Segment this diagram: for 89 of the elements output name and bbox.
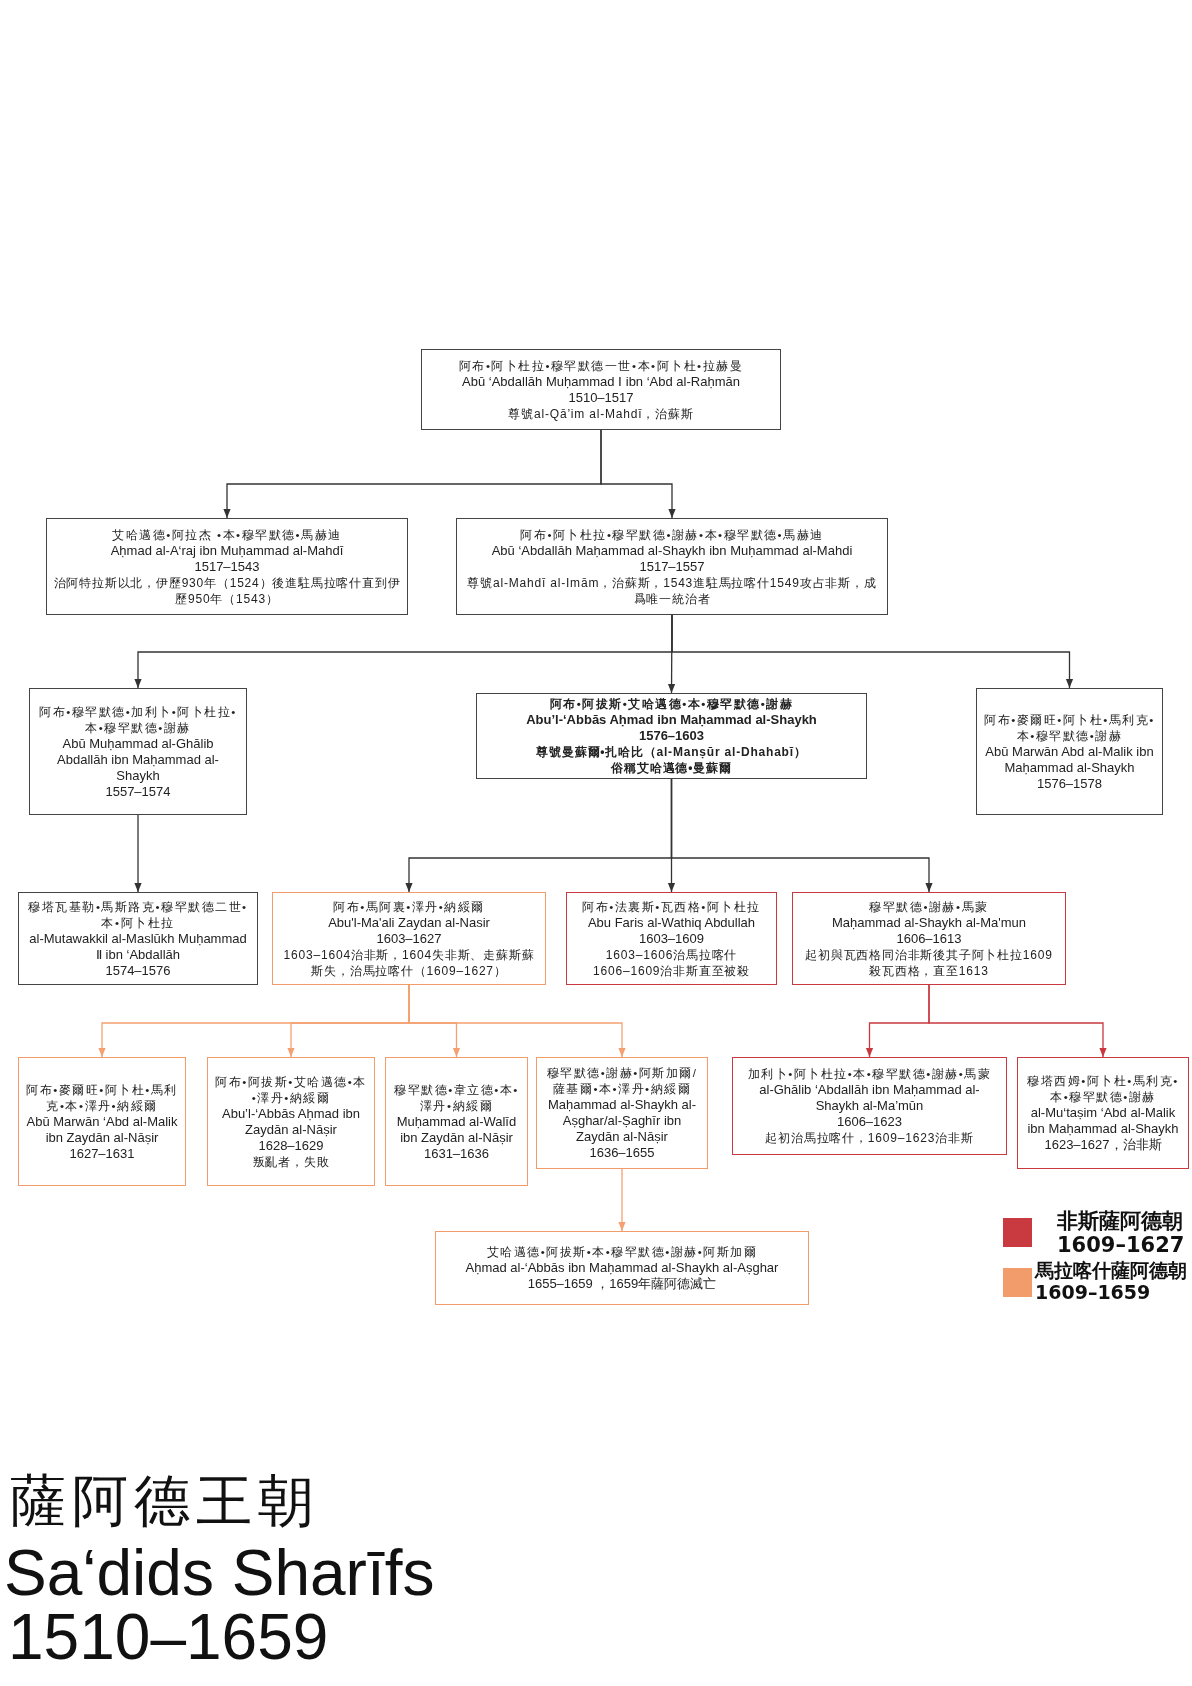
latin-name: Abū Muḥammad al-Ghālib Abdallāh ibn Maḥammad al-Shaykh (56, 735, 220, 784)
note-text: 1606–1609治非斯直至被殺 (593, 962, 750, 979)
ruler-box (976, 688, 1163, 815)
reign-dates: 1510–1517 (568, 389, 634, 406)
ruler-box (385, 1057, 528, 1186)
note-text: 尊號al-Qā’im al-Mahdī，治蘇斯 (508, 405, 694, 422)
latin-name: Abu’l-‘Abbās Aḥmad ibn Maḥammad al-Shaykh (526, 712, 817, 728)
latin-name: Abū Marwān ‘Abd al-Malik ibn Zaydān al-Nāṣir (25, 1113, 179, 1146)
ruler-box (1017, 1057, 1189, 1169)
note-text: 1603–1606治馬拉喀什 (605, 946, 738, 963)
ruler-box (566, 892, 777, 985)
reign-dates: 1606–1623 (836, 1114, 903, 1130)
note-text: 叛亂者，失敗 (252, 1153, 330, 1170)
ruler-box (18, 892, 258, 985)
chinese-name: 穆罕默德•謝赫•阿斯加爾/薩基爾•本•澤丹•納綏爾 (545, 1066, 699, 1097)
chinese-name: 阿布•阿卜杜拉•穆罕默德•謝赫•本•穆罕默德•馬赫迪 (520, 527, 824, 543)
chinese-name: 穆塔瓦基勒•馬斯路克•穆罕默德二世•本•阿卜杜拉 (27, 899, 249, 931)
chinese-name: 阿布•阿拔斯•艾哈邁德•本•澤丹•納綏爾 (214, 1074, 368, 1106)
ruler-box (421, 349, 781, 430)
legend-text: 非斯薩阿德朝 1609–1627 (1057, 1209, 1186, 1258)
latin-name: Abū ‘Abdallāh Muḥammad Ⅰ ibn ‘Abd al-Raḥmān (462, 373, 740, 390)
connector-arrow (618, 1168, 626, 1232)
latin-name: al-Mutawakkil al-Maslūkh Muḥammad Ⅱ ibn ‘Abdallāh (28, 930, 248, 963)
chinese-name: 艾哈邁德•阿拔斯•本•穆罕默德•謝赫•阿斯加爾 (486, 1245, 758, 1260)
note-text: 尊號曼蘇爾•扎哈比（al-Manṣūr al-Dhahabī） (536, 744, 807, 760)
latin-name: Abu’l-‘Abbās Aḥmad ibn Zaydān al-Nāṣir (221, 1105, 361, 1138)
chinese-name: 阿布•麥爾旺•阿卜杜•馬利克•本•穆罕默德•謝赫 (983, 712, 1156, 744)
chinese-name: 阿布•穆罕默德•加利卜•阿卜杜拉•本•穆罕默德•謝赫 (38, 704, 238, 736)
reign-dates: 1603–1627 (376, 930, 442, 947)
reign-dates: 1574–1576 (105, 962, 171, 979)
connector-arrow (928, 984, 1107, 1058)
chinese-name: 穆罕默德•謝赫•馬蒙 (869, 899, 989, 915)
chinese-name: 穆塔西姆•阿卜杜•馬利克•本•穆罕默德•謝赫 (1026, 1074, 1180, 1105)
note-text: 治阿特拉斯以北，伊歷930年（1524）後進駐馬拉喀什直到伊歷950年（1543） (53, 574, 401, 607)
ruler-box (272, 892, 546, 985)
latin-name: Maḥammad al-Shaykh al-Aṣghar/al-Ṣaghīr ibn Zaydān al-Nāṣir (546, 1097, 698, 1145)
latin-name: Abu'l-Ma'ali Zaydan al-Nasir (328, 914, 490, 931)
connector-arrow (134, 814, 142, 893)
ruler-box (792, 892, 1066, 985)
connector-arrow (408, 984, 626, 1058)
chinese-name: 阿布•阿卜杜拉•穆罕默德一世•本•阿卜杜•拉赫曼 (458, 358, 744, 374)
connector-arrow (670, 778, 933, 893)
chinese-name: 阿布•馬阿裏•澤丹•納綏爾 (333, 899, 485, 915)
latin-name: Abū ‘Abdallāh Maḥammad al-Shaykh ibn Muḥammad al-Mahdi (491, 542, 853, 559)
reign-dates: 1623–1627，治非斯 (1044, 1137, 1162, 1153)
latin-name: Abu Faris al-Wathiq Abdullah (587, 914, 756, 931)
ruler-box (18, 1057, 186, 1186)
legend-text: 馬拉喀什薩阿德朝 1609–1659 (1035, 1260, 1188, 1304)
latin-name: Maḥammad al-Shaykh al-Ma'mun (832, 914, 1026, 931)
reign-dates: 1636–1655 (589, 1145, 655, 1161)
ruler-box (732, 1057, 1007, 1155)
ruler-box (536, 1057, 708, 1169)
ruler-box (435, 1231, 809, 1305)
reign-dates: 1606–1613 (896, 930, 962, 947)
latin-name: Aḥmad al-A‘raj ibn Muḥammad al-Mahdī (110, 542, 344, 559)
note-text: 起初治馬拉喀什，1609–1623治非斯 (765, 1130, 974, 1146)
reign-dates: 1517–1543 (194, 558, 260, 575)
reign-dates: 1557–1574 (105, 783, 171, 800)
reign-dates: 1603–1609 (638, 930, 705, 947)
reign-dates: 1655–1659 ，1659年薩阿德滅亡 (527, 1276, 717, 1292)
chinese-name: 穆罕默德•韋立德•本•澤丹•納綏爾 (393, 1082, 520, 1114)
reign-dates: 1627–1631 (69, 1145, 135, 1162)
ruler-box (476, 693, 867, 779)
connector-arrow (600, 429, 676, 519)
reign-dates: 1628–1629 (258, 1137, 324, 1154)
note-text: 起初與瓦西格同治非斯後其子阿卜杜拉1609殺瓦西格，直至1613 (804, 946, 1054, 979)
latin-name: Abū Marwān Abd al-Malik ibn Maḥammad al-Shaykh (984, 743, 1155, 776)
chinese-name: 阿布•阿拔斯•艾哈邁德•本•穆罕默德•謝赫 (549, 696, 794, 712)
chinese-name: 阿布•法裏斯•瓦西格•阿卜杜拉 (582, 899, 761, 915)
note-text: 1603–1604治非斯，1604失非斯、走蘇斯蘇斯失，治馬拉喀什（1609–1627） (282, 946, 536, 979)
reign-dates: 1576–1578 (1036, 775, 1103, 792)
title-text: 薩阿德王朝 (10, 1470, 320, 1532)
chinese-name: 艾哈邁德•阿拉杰 •本•穆罕默德•馬赫迪 (112, 527, 342, 543)
latin-name: al-Ghālib ‘Abdallāh ibn Maḥammad al-Shaykh al-Ma’mūn (758, 1082, 981, 1114)
ruler-box (207, 1057, 375, 1186)
note-text: 俗稱艾哈邁德•曼蘇爾 (611, 760, 732, 776)
reign-dates: 1517–1557 (639, 558, 705, 575)
reign-dates: 1576–1603 (638, 728, 705, 744)
reign-dates: 1631–1636 (423, 1145, 490, 1162)
ruler-box (29, 688, 247, 815)
latin-name: Muḥammad al-Walīd ibn Zaydān al-Nāṣir (395, 1113, 518, 1146)
latin-name: Aḥmad al-‘Abbās ibn Maḥammad al-Shaykh al-Aṣghar (465, 1260, 779, 1276)
chinese-name: 阿布•麥爾旺•阿卜杜•馬利克•本•澤丹•納綏爾 (25, 1082, 179, 1114)
connector-arrow (671, 614, 1074, 689)
ruler-box (46, 518, 408, 615)
latin-name: al-Mu‘taṣim ‘Abd al-Malik ibn Maḥammad al-Shaykh (1026, 1105, 1180, 1137)
note-text: 尊號al-Mahdī al-Imām，治蘇斯，1543進駐馬拉喀什1549攻占非斯，成爲唯一統治者 (466, 574, 878, 607)
ruler-box (456, 518, 888, 615)
chinese-name: 加利卜•阿卜杜拉•本•穆罕默德•謝赫•馬蒙 (747, 1067, 992, 1082)
